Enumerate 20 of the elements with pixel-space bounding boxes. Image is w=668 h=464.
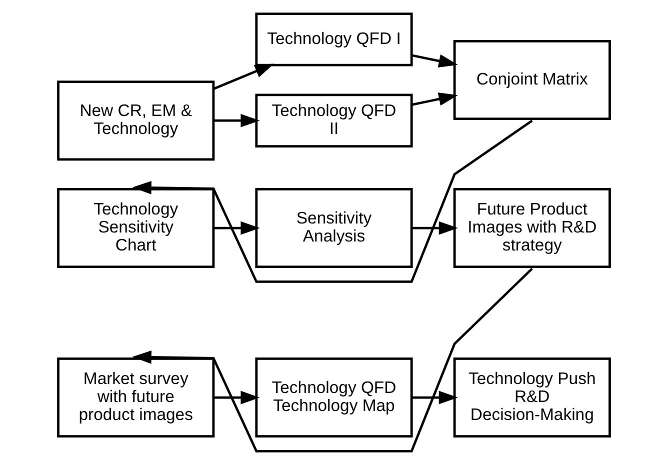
arrow [214,113,260,127]
arrow [132,119,533,282]
node-box: New CR, EM & Technology [57,80,215,160]
arrow [412,92,458,106]
node-box: Technology QFD I [255,12,413,66]
node-box: Technology Sensitivity Chart [57,188,215,268]
arrow [214,220,260,234]
node-box: Market survey with future product images [57,357,215,437]
arrow [214,390,260,404]
arrow [412,220,458,234]
node-box: Conjoint Matrix [453,40,611,120]
node-box: Technology Push R&D Decision-Making [453,357,611,437]
arrow [412,54,458,68]
node-box: Technology QFD II [255,93,413,147]
arrow [213,63,274,90]
node-box: Future Product Images with R&D strategy [453,188,611,268]
node-box: Sensitivity Analysis [255,188,413,268]
arrow [132,267,533,452]
arrow [412,390,458,404]
node-box: Technology QFD Technology Map [255,357,413,437]
